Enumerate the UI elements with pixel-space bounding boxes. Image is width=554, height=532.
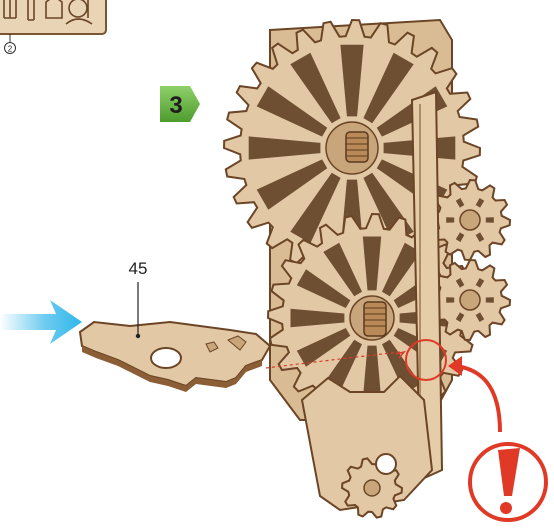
gear-assembly bbox=[224, 20, 510, 518]
axle-screw-top bbox=[346, 132, 368, 162]
step-number: 3 bbox=[169, 92, 182, 119]
blue-insert-arrow bbox=[0, 300, 82, 344]
parts-sheet-thumbnail: 2 bbox=[0, 0, 106, 54]
part-number: 45 bbox=[129, 259, 148, 278]
axle-screw-bottom bbox=[364, 302, 386, 336]
sheet-number: 2 bbox=[8, 45, 13, 54]
step-badge: 3 bbox=[160, 86, 200, 122]
part-45-plate bbox=[80, 322, 270, 392]
exclamation-icon bbox=[470, 444, 546, 520]
